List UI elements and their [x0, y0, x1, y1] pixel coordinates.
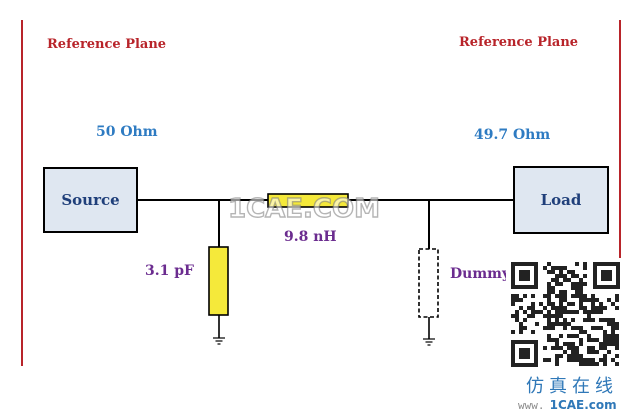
- load-impedance-label: 49.7 Ohm: [474, 127, 550, 143]
- shunt-capacitor-branch: [208, 200, 229, 345]
- source-impedance-label: 50 Ohm: [96, 124, 158, 140]
- load-block-label: Load: [541, 191, 582, 209]
- ground-icon: [423, 338, 435, 346]
- left-reference-plane-label: Reference Plane: [47, 37, 166, 52]
- right-reference-plane-label: Reference Plane: [459, 35, 578, 50]
- series-inductor-label: 9.8 nH: [284, 229, 337, 245]
- dummy-element: [418, 248, 439, 318]
- source-block: Source: [43, 167, 138, 233]
- source-block-label: Source: [61, 191, 119, 209]
- dummy-branch: [418, 200, 439, 346]
- site-name-cn: 仿真在线: [526, 376, 618, 397]
- shunt-capacitor: [208, 246, 229, 316]
- shunt-capacitor-label: 3.1 pF: [145, 263, 194, 279]
- load-block: Load: [513, 166, 609, 234]
- dummy-label: Dummy: [450, 266, 511, 282]
- site-url: www. 1CAE.com: [518, 394, 617, 413]
- site-url-prefix: www.: [518, 399, 545, 412]
- qr-code-icon: [506, 258, 624, 370]
- watermark-text: 1CAE.COM: [228, 194, 380, 224]
- ground-icon: [213, 337, 225, 345]
- series-inductor: [267, 193, 349, 208]
- site-url-main: 1CAE.com: [550, 398, 617, 412]
